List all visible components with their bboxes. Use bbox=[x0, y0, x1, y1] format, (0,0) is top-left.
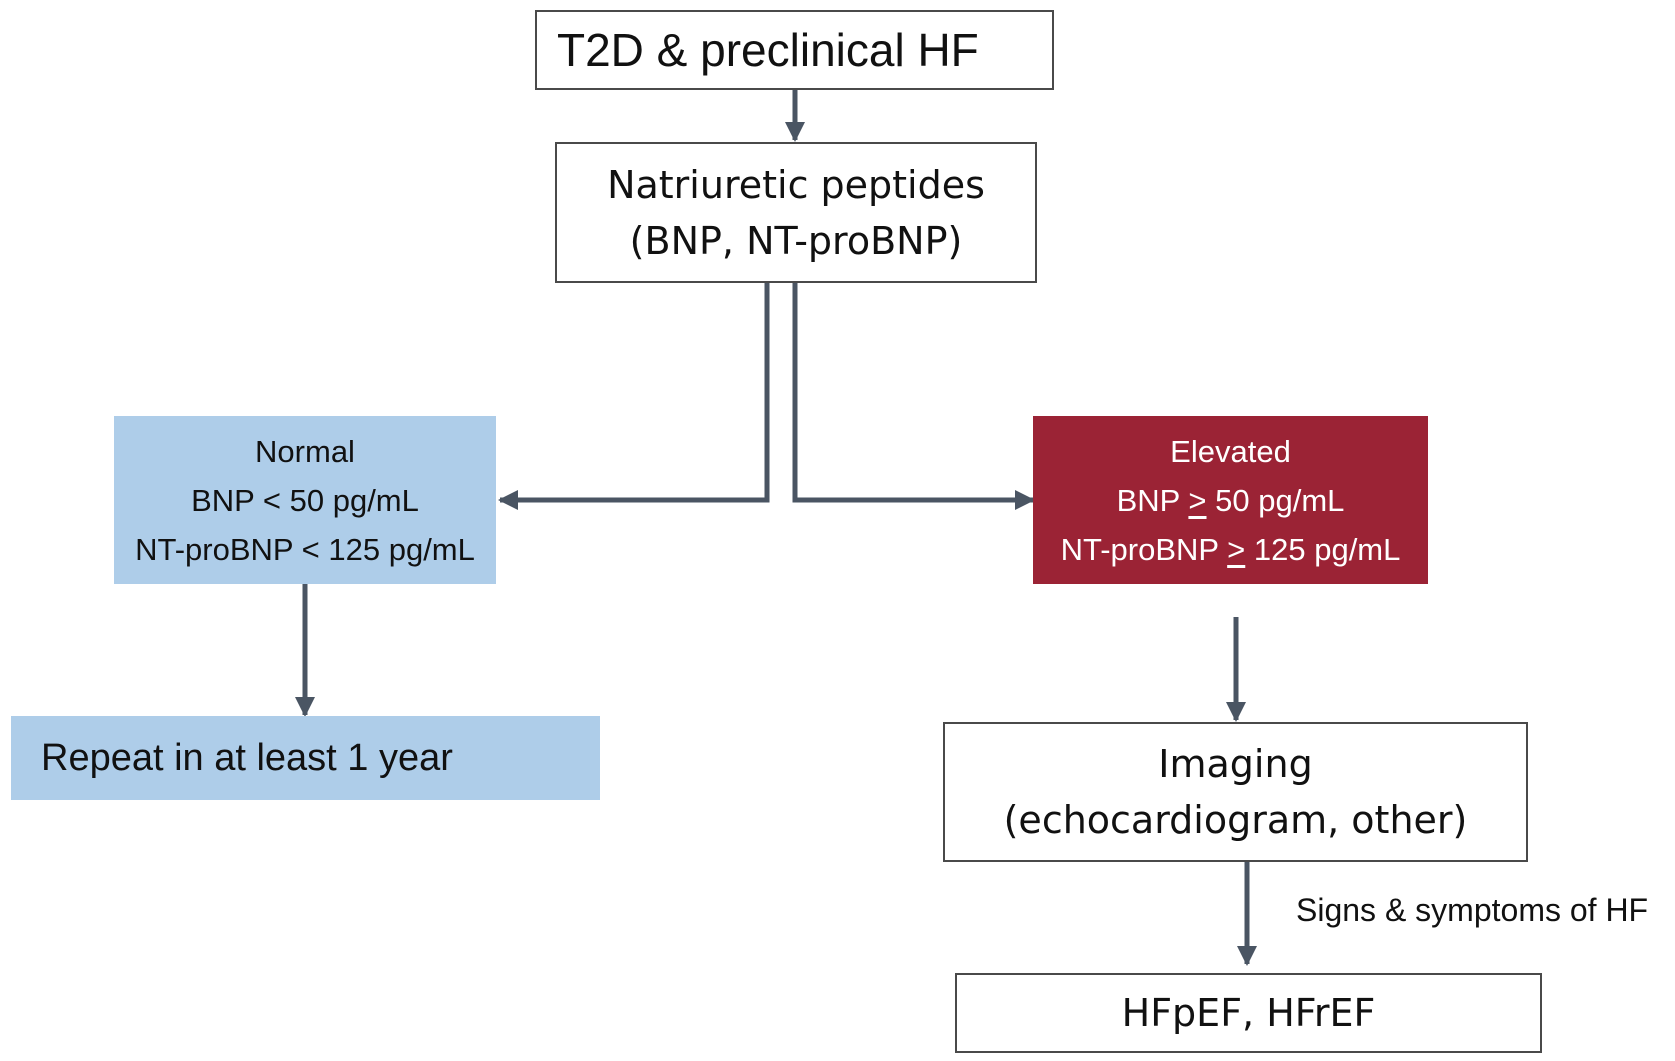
elevated-node: Elevated BNP > 50 pg/mL NT-proBNP > 125 … bbox=[1033, 416, 1428, 584]
repeat-text: Repeat in at least 1 year bbox=[41, 736, 453, 779]
elevated-bnp-threshold: BNP > 50 pg/mL bbox=[1117, 476, 1345, 525]
outcome-text: HFpEF, HFrEF bbox=[1121, 991, 1376, 1035]
elevated-ntprobnp-threshold: NT-proBNP > 125 pg/mL bbox=[1061, 525, 1401, 574]
normal-ntprobnp-threshold: NT-proBNP < 125 pg/mL bbox=[135, 531, 475, 567]
elevated-bnp-value: 50 pg/mL bbox=[1206, 482, 1345, 518]
elevated-bnp-prefix: BNP bbox=[1116, 482, 1189, 518]
normal-title: Normal bbox=[255, 433, 355, 469]
start-node: T2D & preclinical HF bbox=[535, 10, 1054, 90]
arrow-test-to-normal bbox=[498, 282, 770, 510]
arrow-test-to-elevated bbox=[792, 282, 1035, 510]
imaging-subtitle: (echocardiogram, other) bbox=[1003, 798, 1468, 842]
elevated-ntprobnp-value: 125 pg/mL bbox=[1245, 531, 1401, 567]
signs-symptoms-label: Signs & symptoms of HF bbox=[1296, 892, 1649, 928]
elevated-ntprobnp-prefix: NT-proBNP bbox=[1060, 531, 1228, 567]
elevated-ntprobnp-operator: > bbox=[1227, 531, 1246, 567]
outcome-node: HFpEF, HFrEF bbox=[955, 973, 1542, 1053]
natriuretic-peptides-node: Natriuretic peptides (BNP, NT-proBNP) bbox=[555, 142, 1037, 283]
natriuretic-peptides-title: Natriuretic peptides bbox=[607, 162, 985, 207]
repeat-node: Repeat in at least 1 year bbox=[11, 716, 600, 800]
normal-bnp-threshold: BNP < 50 pg/mL bbox=[191, 482, 419, 518]
natriuretic-peptides-subtitle: (BNP, NT-proBNP) bbox=[629, 218, 963, 263]
imaging-title: Imaging bbox=[1158, 742, 1313, 786]
normal-node: Normal BNP < 50 pg/mL NT-proBNP < 125 pg… bbox=[114, 416, 496, 584]
start-node-text: T2D & preclinical HF bbox=[557, 24, 979, 76]
elevated-title: Elevated bbox=[1170, 433, 1291, 469]
elevated-bnp-operator: > bbox=[1188, 482, 1207, 518]
imaging-node: Imaging (echocardiogram, other) bbox=[943, 722, 1528, 862]
